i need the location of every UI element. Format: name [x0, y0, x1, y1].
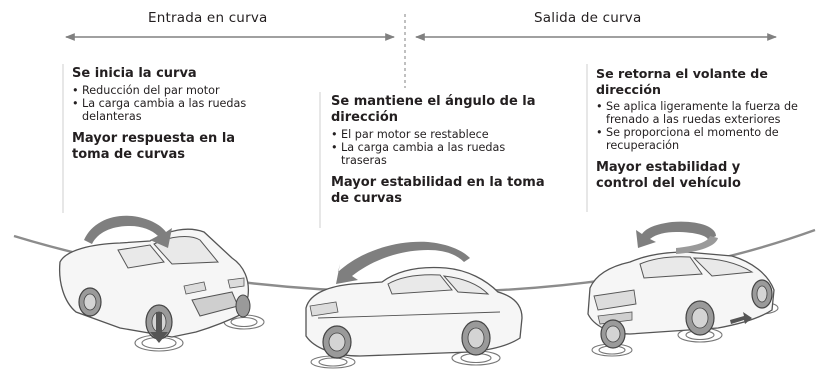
phase-label-exit: Salida de curva [534, 10, 642, 26]
phase-label-entry: Entrada en curva [148, 10, 268, 26]
stage-3-heading: Se retorna el volante de dirección [596, 66, 768, 97]
stage-2-heading: Se mantiene el ángulo de la dirección [331, 94, 536, 125]
stage-2-bullets: El par motor se restablece La carga camb… [331, 128, 546, 167]
stage-2-bullet: El par motor se restablece [331, 128, 546, 141]
stage-1-bullet: Reducción del par motor [72, 84, 312, 97]
stage-1-block: Se inicia la curva Reducción del par mot… [72, 66, 312, 163]
stage-3-bullets: Se aplica ligeramente la fuerza de frena… [596, 100, 831, 152]
stage-2-block: Se mantiene el ángulo de la dirección El… [331, 94, 546, 207]
stage-3-result: Mayor estabilidad y control del vehículo [596, 160, 741, 191]
stage-1-heading: Se inicia la curva [72, 66, 197, 81]
car-middle [305, 241, 523, 369]
stage-3-bullet: Se proporciona el momento de recuperació… [596, 126, 826, 152]
stage-3-bullet: Se aplica ligeramente la fuerza de frena… [596, 100, 826, 126]
stage-2-bullet: La carga cambia a las ruedas traseras [331, 141, 531, 167]
car-exit [587, 221, 779, 357]
stage-3-block: Se retorna el volante de dirección Se ap… [596, 66, 831, 192]
car-entry [58, 215, 265, 352]
stage-1-bullet: La carga cambia a las ruedas delanteras [72, 97, 272, 123]
stage-1-bullets: Reducción del par motor La carga cambia … [72, 84, 312, 123]
stage-1-result: Mayor respuesta en la toma de curvas [72, 131, 236, 162]
stage-2-result: Mayor estabilidad en la toma de curvas [331, 175, 545, 206]
